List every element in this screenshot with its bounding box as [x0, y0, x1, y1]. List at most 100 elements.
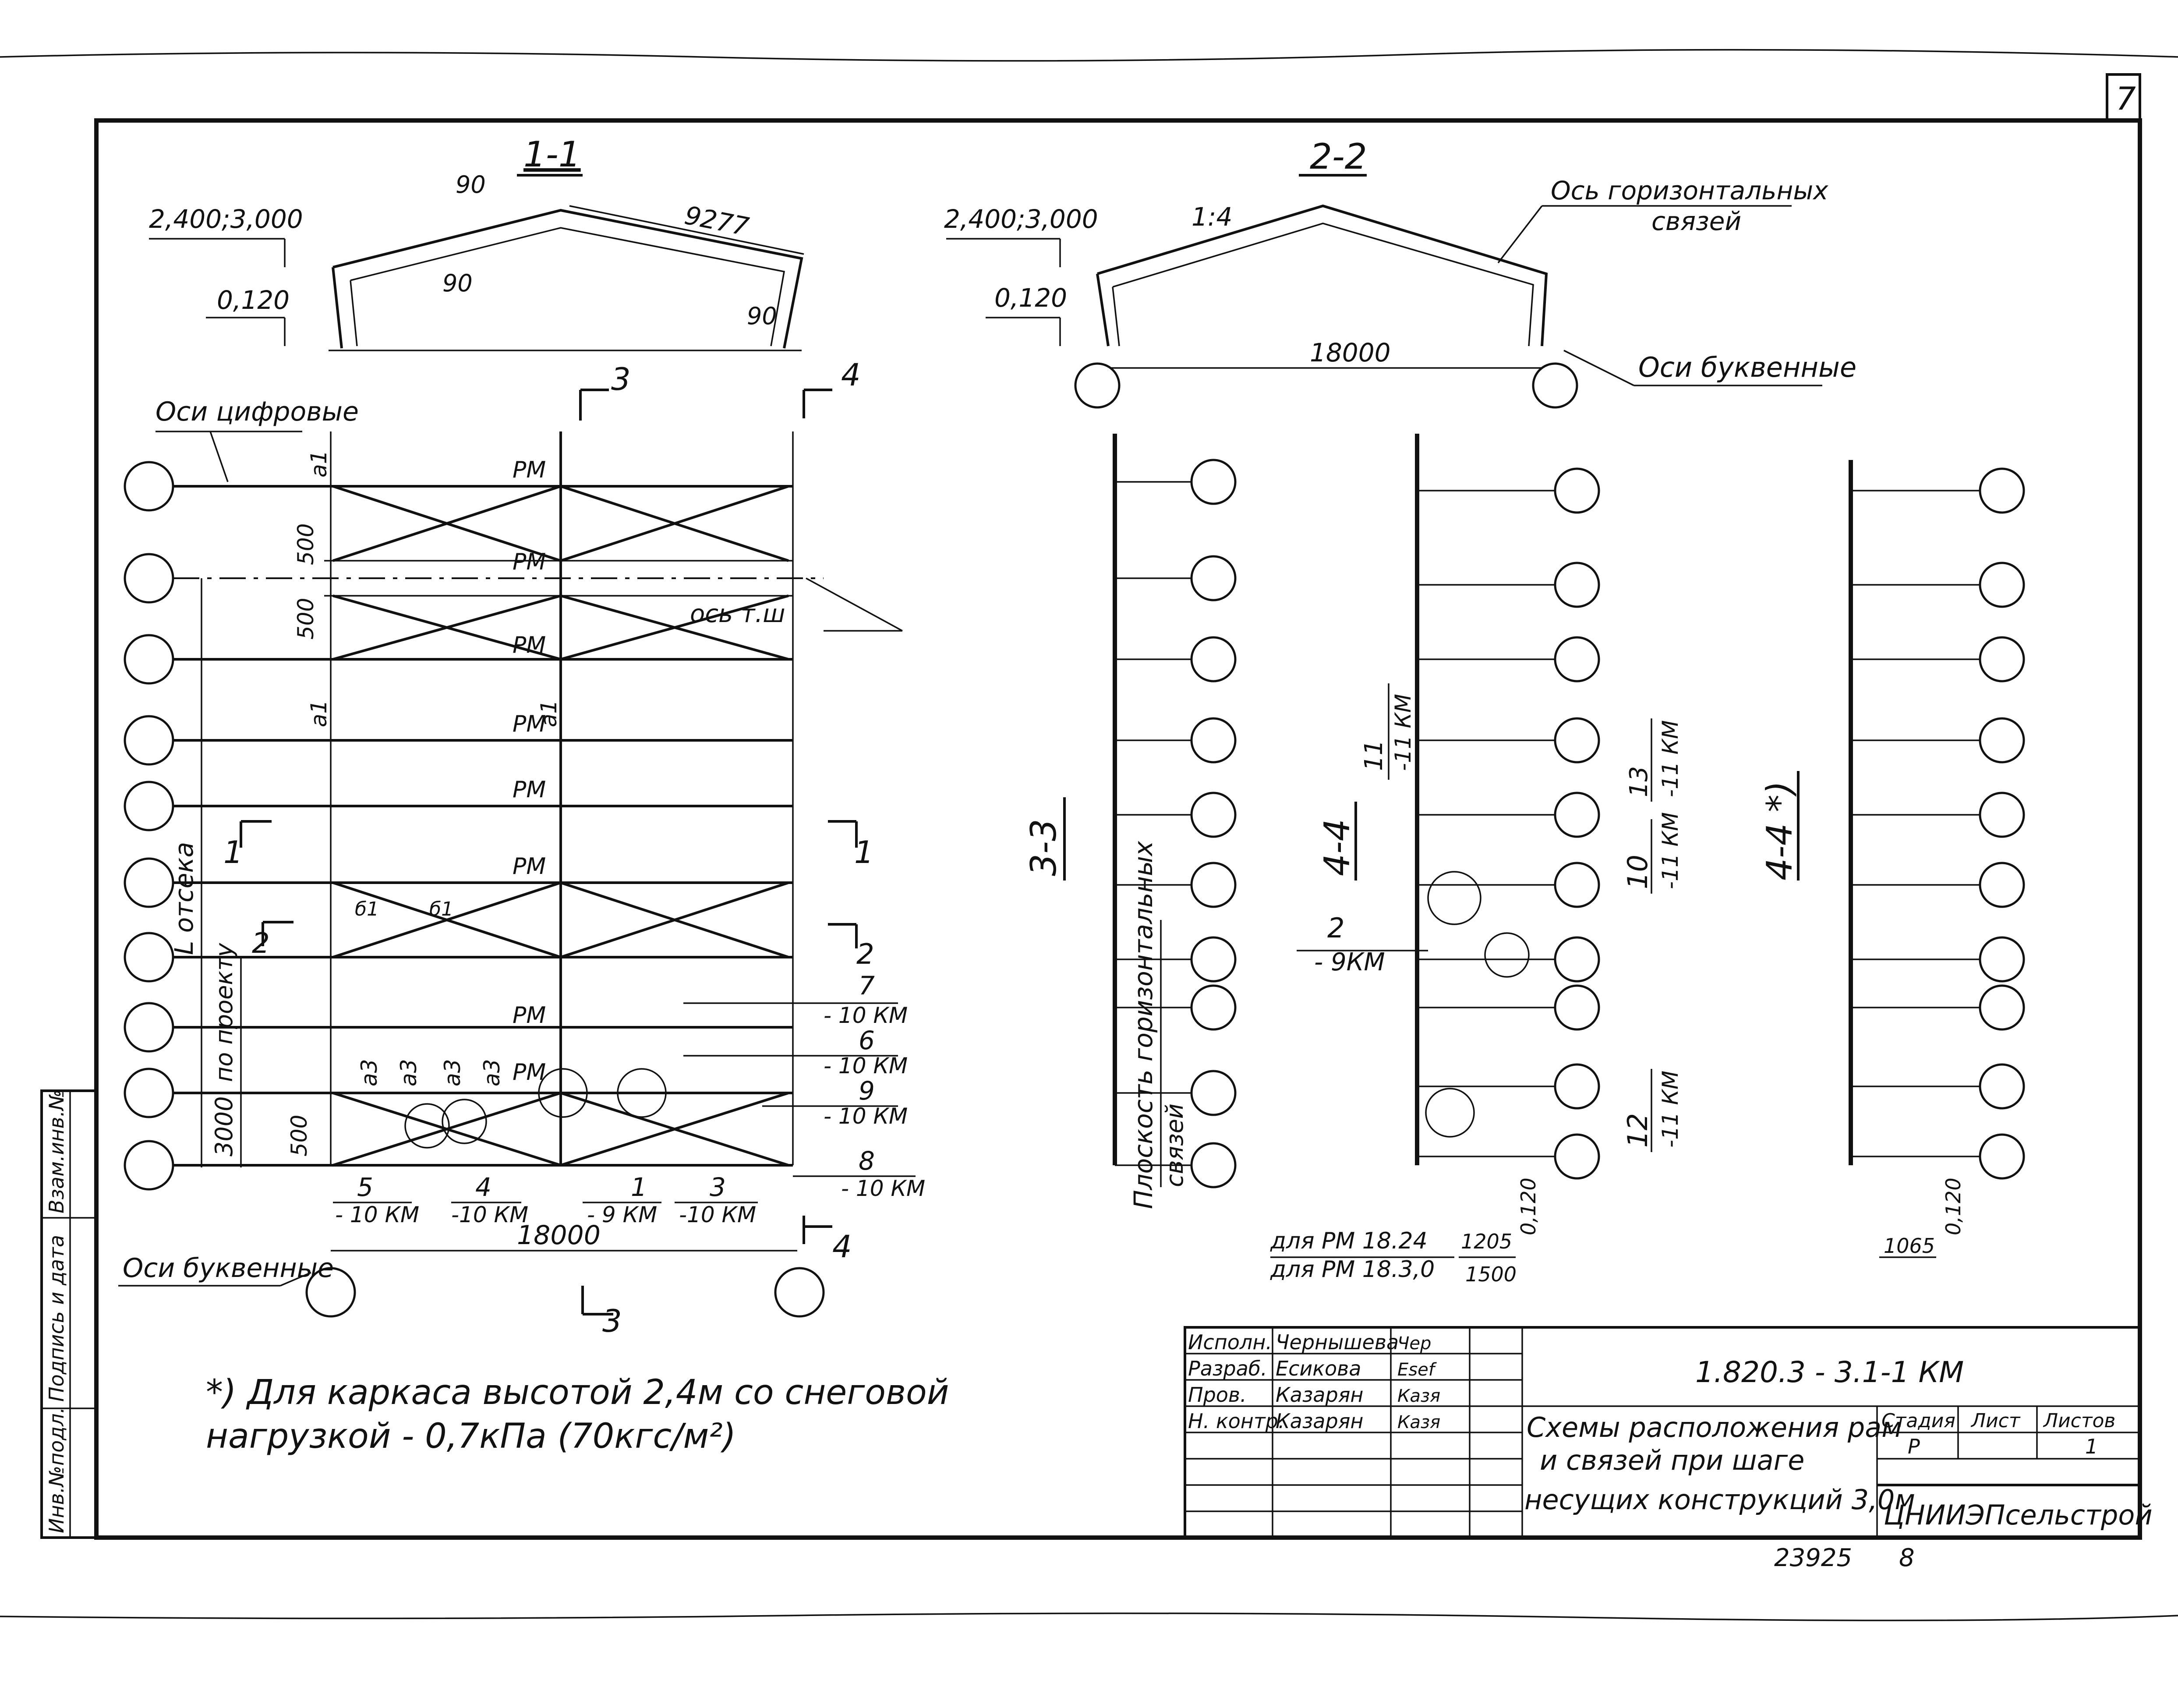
- stamp-role-4: Н. контр.: [1188, 1409, 1284, 1433]
- elev-low-1-1: 0,120: [217, 285, 290, 315]
- node-4-ref: -10 КМ: [451, 1202, 528, 1227]
- slope-label: 1:4: [1192, 202, 1232, 232]
- label-per-project: по проекту: [210, 943, 238, 1082]
- footnote-line-2: нагрузкой - 0,7кПа (70кгс/м²): [206, 1417, 736, 1456]
- rm-label-3: РМ: [513, 632, 546, 658]
- node-2: 2: [1327, 912, 1344, 944]
- plane-note-2: связей: [1161, 1103, 1188, 1187]
- elev-top-1-1: 2,400;3,000: [149, 204, 303, 234]
- stage-header: Стадия: [1881, 1410, 1955, 1432]
- inventory-number: 23925: [1774, 1544, 1852, 1572]
- stamp-role-2: Разраб.: [1188, 1357, 1267, 1380]
- title-line-1: Схемы расположения рам: [1527, 1411, 1902, 1443]
- stamp-name-3: Казарян: [1276, 1383, 1363, 1407]
- title-line-3: несущих конструкций 3,0м: [1524, 1484, 1915, 1516]
- dim-90-c: 90: [747, 302, 777, 330]
- dim-90-a: 90: [456, 171, 486, 198]
- sheets-total: 1: [2085, 1435, 2098, 1458]
- node-1: 1: [631, 1172, 647, 1202]
- label-ridge-axis: ось т.ш: [690, 600, 785, 628]
- a3-label-3: а3: [440, 1059, 465, 1086]
- note-letter-axes: Оси буквенные: [1638, 351, 1856, 383]
- dim-500-a: 500: [293, 523, 318, 565]
- stamp-sign-1: Чер: [1397, 1333, 1431, 1354]
- cut-4-bottom: 4: [832, 1229, 852, 1265]
- node-7-ref: - 10 КМ: [824, 1003, 908, 1028]
- sidebar-sign-label: Подпись и дата: [45, 1235, 68, 1402]
- cut-3-bottom: 3: [602, 1303, 622, 1339]
- dim-1205: 1205: [1461, 1230, 1512, 1253]
- sheet-header: Лист: [1970, 1410, 2021, 1432]
- node-3: 3: [710, 1172, 726, 1202]
- section-1-1: 1-1 2,400;3,000 0,120 90 90 90 9277: [149, 134, 804, 351]
- section-3-3: 3-3 Плоскость горизонтальных связей: [1023, 434, 1237, 1209]
- section-4-4: 4-4 2 - 9КМ 11 -11 КМ: [1270, 434, 1683, 1286]
- node-7: 7: [859, 971, 875, 1001]
- sheet-number-box: [2106, 73, 2141, 122]
- node-2-ref: - 9КМ: [1314, 948, 1385, 976]
- rm-label-2: РМ: [513, 549, 546, 575]
- rm-label-5: РМ: [513, 777, 546, 803]
- sidebar-replace-label: Взам.инв.№: [45, 1089, 68, 1213]
- node-callouts: 5 - 10 КМ 4 -10 КМ 1 - 9 КМ 3 -10 КМ 7 -…: [333, 971, 925, 1227]
- stamp-name-2: Есикова: [1276, 1357, 1361, 1380]
- dim-500-c: 500: [286, 1115, 312, 1156]
- plan-axis-circles: [124, 461, 174, 1191]
- section-3-3-title: 3-3: [1023, 819, 1064, 876]
- rm-label-1: РМ: [513, 457, 546, 483]
- node-10: 10: [1622, 855, 1654, 889]
- title-block: Исполн. Чернышева Чер Разраб. Есикова Es…: [1184, 1326, 2153, 1539]
- label-compartment: L отсека: [169, 842, 199, 955]
- node-8: 8: [859, 1146, 875, 1176]
- dim-1500: 1500: [1465, 1262, 1517, 1286]
- node-11: 11: [1360, 740, 1388, 771]
- roof-plan: Оси цифровые: [118, 357, 925, 1339]
- organization: ЦНИИЭПсельстрой: [1884, 1499, 2153, 1531]
- a3-label-4: а3: [479, 1059, 505, 1086]
- document-code: 1.820.3 - 3.1-1 КМ: [1695, 1355, 1964, 1389]
- node-9-ref: - 10 КМ: [824, 1103, 908, 1129]
- node-1-ref: - 9 КМ: [587, 1202, 657, 1227]
- sidebar-inv-label: Инв.№подл.: [45, 1407, 68, 1533]
- node-9: 9: [859, 1076, 875, 1106]
- stamp-sign-3: Казя: [1397, 1386, 1440, 1406]
- dim-90-b: 90: [442, 269, 473, 297]
- node-10-ref: -11 КМ: [1658, 812, 1683, 889]
- sidebar: Инв.№подл. Подпись и дата Взам.инв.№: [40, 1089, 98, 1539]
- frame-1-1: [332, 209, 803, 349]
- elev-top-2-2: 2,400;3,000: [944, 204, 1098, 234]
- section-2-2-title: 2-2: [1310, 136, 1367, 177]
- inventory-sheet: 8: [1899, 1544, 1915, 1572]
- node-12: 12: [1622, 1113, 1654, 1148]
- sheets-header: Листов: [2043, 1410, 2115, 1432]
- section-4-4-star: 4-4 *) 1065 0,120: [1759, 460, 2025, 1258]
- node-6-ref: - 10 КМ: [824, 1053, 908, 1079]
- node-5: 5: [357, 1172, 373, 1202]
- section-4-4-title: 4-4: [1317, 819, 1358, 876]
- stamp-sign-2: Esef: [1397, 1360, 1437, 1380]
- a3-label-1: а3: [357, 1059, 382, 1086]
- sheet-number: 7: [2116, 80, 2136, 117]
- note-horizontal-axis: Ось горизонтальных: [1551, 176, 1828, 205]
- dim-3000: 3000: [210, 1096, 238, 1156]
- dim-0120-4-4: 0,120: [1517, 1178, 1540, 1235]
- dim-0120-4-4-star: 0,120: [1941, 1178, 1965, 1235]
- title-line-2: и связей при шаге: [1540, 1444, 1804, 1476]
- plane-note: Плоскость горизонтальных: [1128, 841, 1158, 1209]
- label-axes-letter: Оси буквенные: [123, 1253, 334, 1284]
- node-3-ref: -10 КМ: [679, 1202, 756, 1227]
- bottom-edge: [0, 1613, 2178, 1621]
- note-horizontal-axis-2: связей: [1651, 206, 1741, 236]
- a3-label-2: а3: [396, 1059, 421, 1086]
- footnote-line-1: *) Для каркаса высотой 2,4м со снеговой: [206, 1373, 949, 1412]
- dim-1065: 1065: [1884, 1234, 1935, 1258]
- stamp-name-1: Чернышева: [1276, 1330, 1399, 1354]
- node-5-ref: - 10 КМ: [335, 1202, 419, 1227]
- b1-label-1: б1: [355, 898, 379, 920]
- stamp-name-4: Казарян: [1276, 1409, 1363, 1433]
- elev-low-2-2: 0,120: [994, 283, 1067, 313]
- node-13-ref: -11 КМ: [1658, 720, 1683, 797]
- stamp-role-3: Пров.: [1188, 1383, 1247, 1407]
- node-13: 13: [1625, 766, 1653, 797]
- node-4: 4: [475, 1172, 491, 1202]
